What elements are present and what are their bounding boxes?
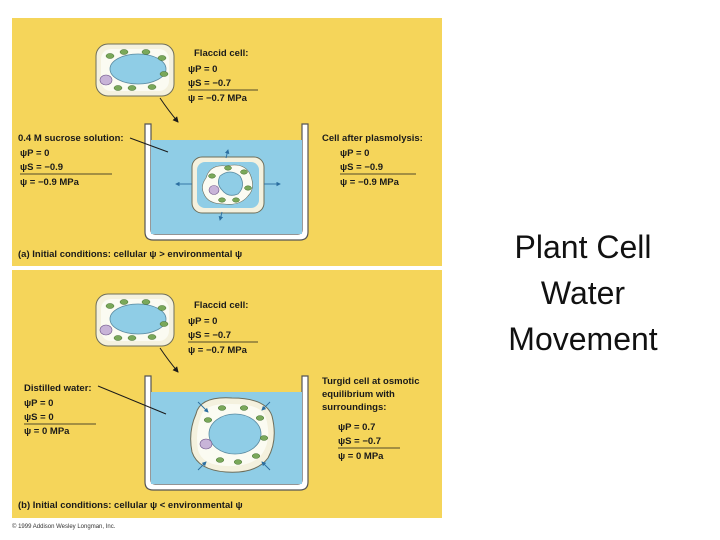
- distilled-psi-total: ψ = 0 MPa: [24, 426, 70, 437]
- after-psi-s: ψS = −0.9: [340, 162, 383, 173]
- plasmolyzed-cell: [191, 156, 265, 214]
- turgid-psi-s: ψS = −0.7: [338, 436, 381, 447]
- after-plasmolysis-title: Cell after plasmolysis:: [322, 133, 423, 144]
- turgid-title-line3: surroundings:: [322, 402, 386, 413]
- distilled-psi-p: ψP = 0: [24, 398, 53, 409]
- panel-a: Flaccid cell: ψP = 0 ψS = −0.7 ψ = −0.7 …: [12, 18, 442, 266]
- flaccid-psi-p-b: ψP = 0: [188, 316, 217, 327]
- turgid-title-line1: Turgid cell at osmotic: [322, 376, 419, 387]
- flaccid-title-b: Flaccid cell:: [194, 300, 248, 311]
- sucrose-title: 0.4 M sucrose solution:: [18, 133, 124, 144]
- copyright-notice: © 1999 Addison Wesley Longman, Inc.: [12, 523, 116, 530]
- slide-title: Plant Cell Water Movement: [478, 224, 688, 362]
- flaccid-psi-total-b: ψ = −0.7 MPa: [188, 345, 248, 356]
- panel-b: Flaccid cell: ψP = 0 ψS = −0.7 ψ = −0.7 …: [12, 270, 442, 518]
- nucleus-a2: [208, 185, 220, 195]
- nucleus-b2: [199, 438, 213, 450]
- caption-b: (b) Initial conditions: cellular ψ < env…: [18, 500, 243, 511]
- flaccid-psi-total-a: ψ = −0.7 MPa: [188, 93, 248, 104]
- slide-title-line-1: Plant Cell: [514, 229, 652, 265]
- turgid-psi-p: ψP = 0.7: [338, 422, 375, 433]
- after-psi-total: ψ = −0.9 MPa: [340, 177, 400, 188]
- sucrose-psi-p: ψP = 0: [20, 148, 49, 159]
- turgid-cell: [190, 397, 275, 473]
- sucrose-psi-total: ψ = −0.9 MPa: [20, 177, 80, 188]
- distilled-psi-s: ψS = 0: [24, 412, 54, 423]
- after-psi-p: ψP = 0: [340, 148, 369, 159]
- caption-a: (a) Initial conditions: cellular ψ > env…: [18, 249, 242, 260]
- flaccid-psi-p-a: ψP = 0: [188, 64, 217, 75]
- sucrose-psi-s: ψS = −0.9: [20, 162, 63, 173]
- nucleus-b1: [99, 324, 113, 336]
- slide-title-line-2: Water: [540, 275, 626, 311]
- turgid-psi-total: ψ = 0 MPa: [338, 451, 384, 462]
- flaccid-cell-b: [95, 293, 175, 347]
- arrow-into-beaker-b: [159, 347, 179, 373]
- flaccid-psi-s-b: ψS = −0.7: [188, 330, 231, 341]
- turgid-title-line2: equilibrium with: [322, 389, 395, 400]
- flaccid-title-a: Flaccid cell:: [194, 48, 248, 59]
- plant-cell-water-diagram: Flaccid cell: ψP = 0 ψS = −0.7 ψ = −0.7 …: [12, 18, 442, 530]
- flaccid-cell-a: [95, 43, 175, 97]
- arrow-into-beaker-a: [159, 97, 179, 123]
- distilled-title: Distilled water:: [24, 383, 92, 394]
- slide-title-line-3: Movement: [508, 321, 658, 357]
- flaccid-psi-s-a: ψS = −0.7: [188, 78, 231, 89]
- nucleus-a1: [99, 74, 113, 86]
